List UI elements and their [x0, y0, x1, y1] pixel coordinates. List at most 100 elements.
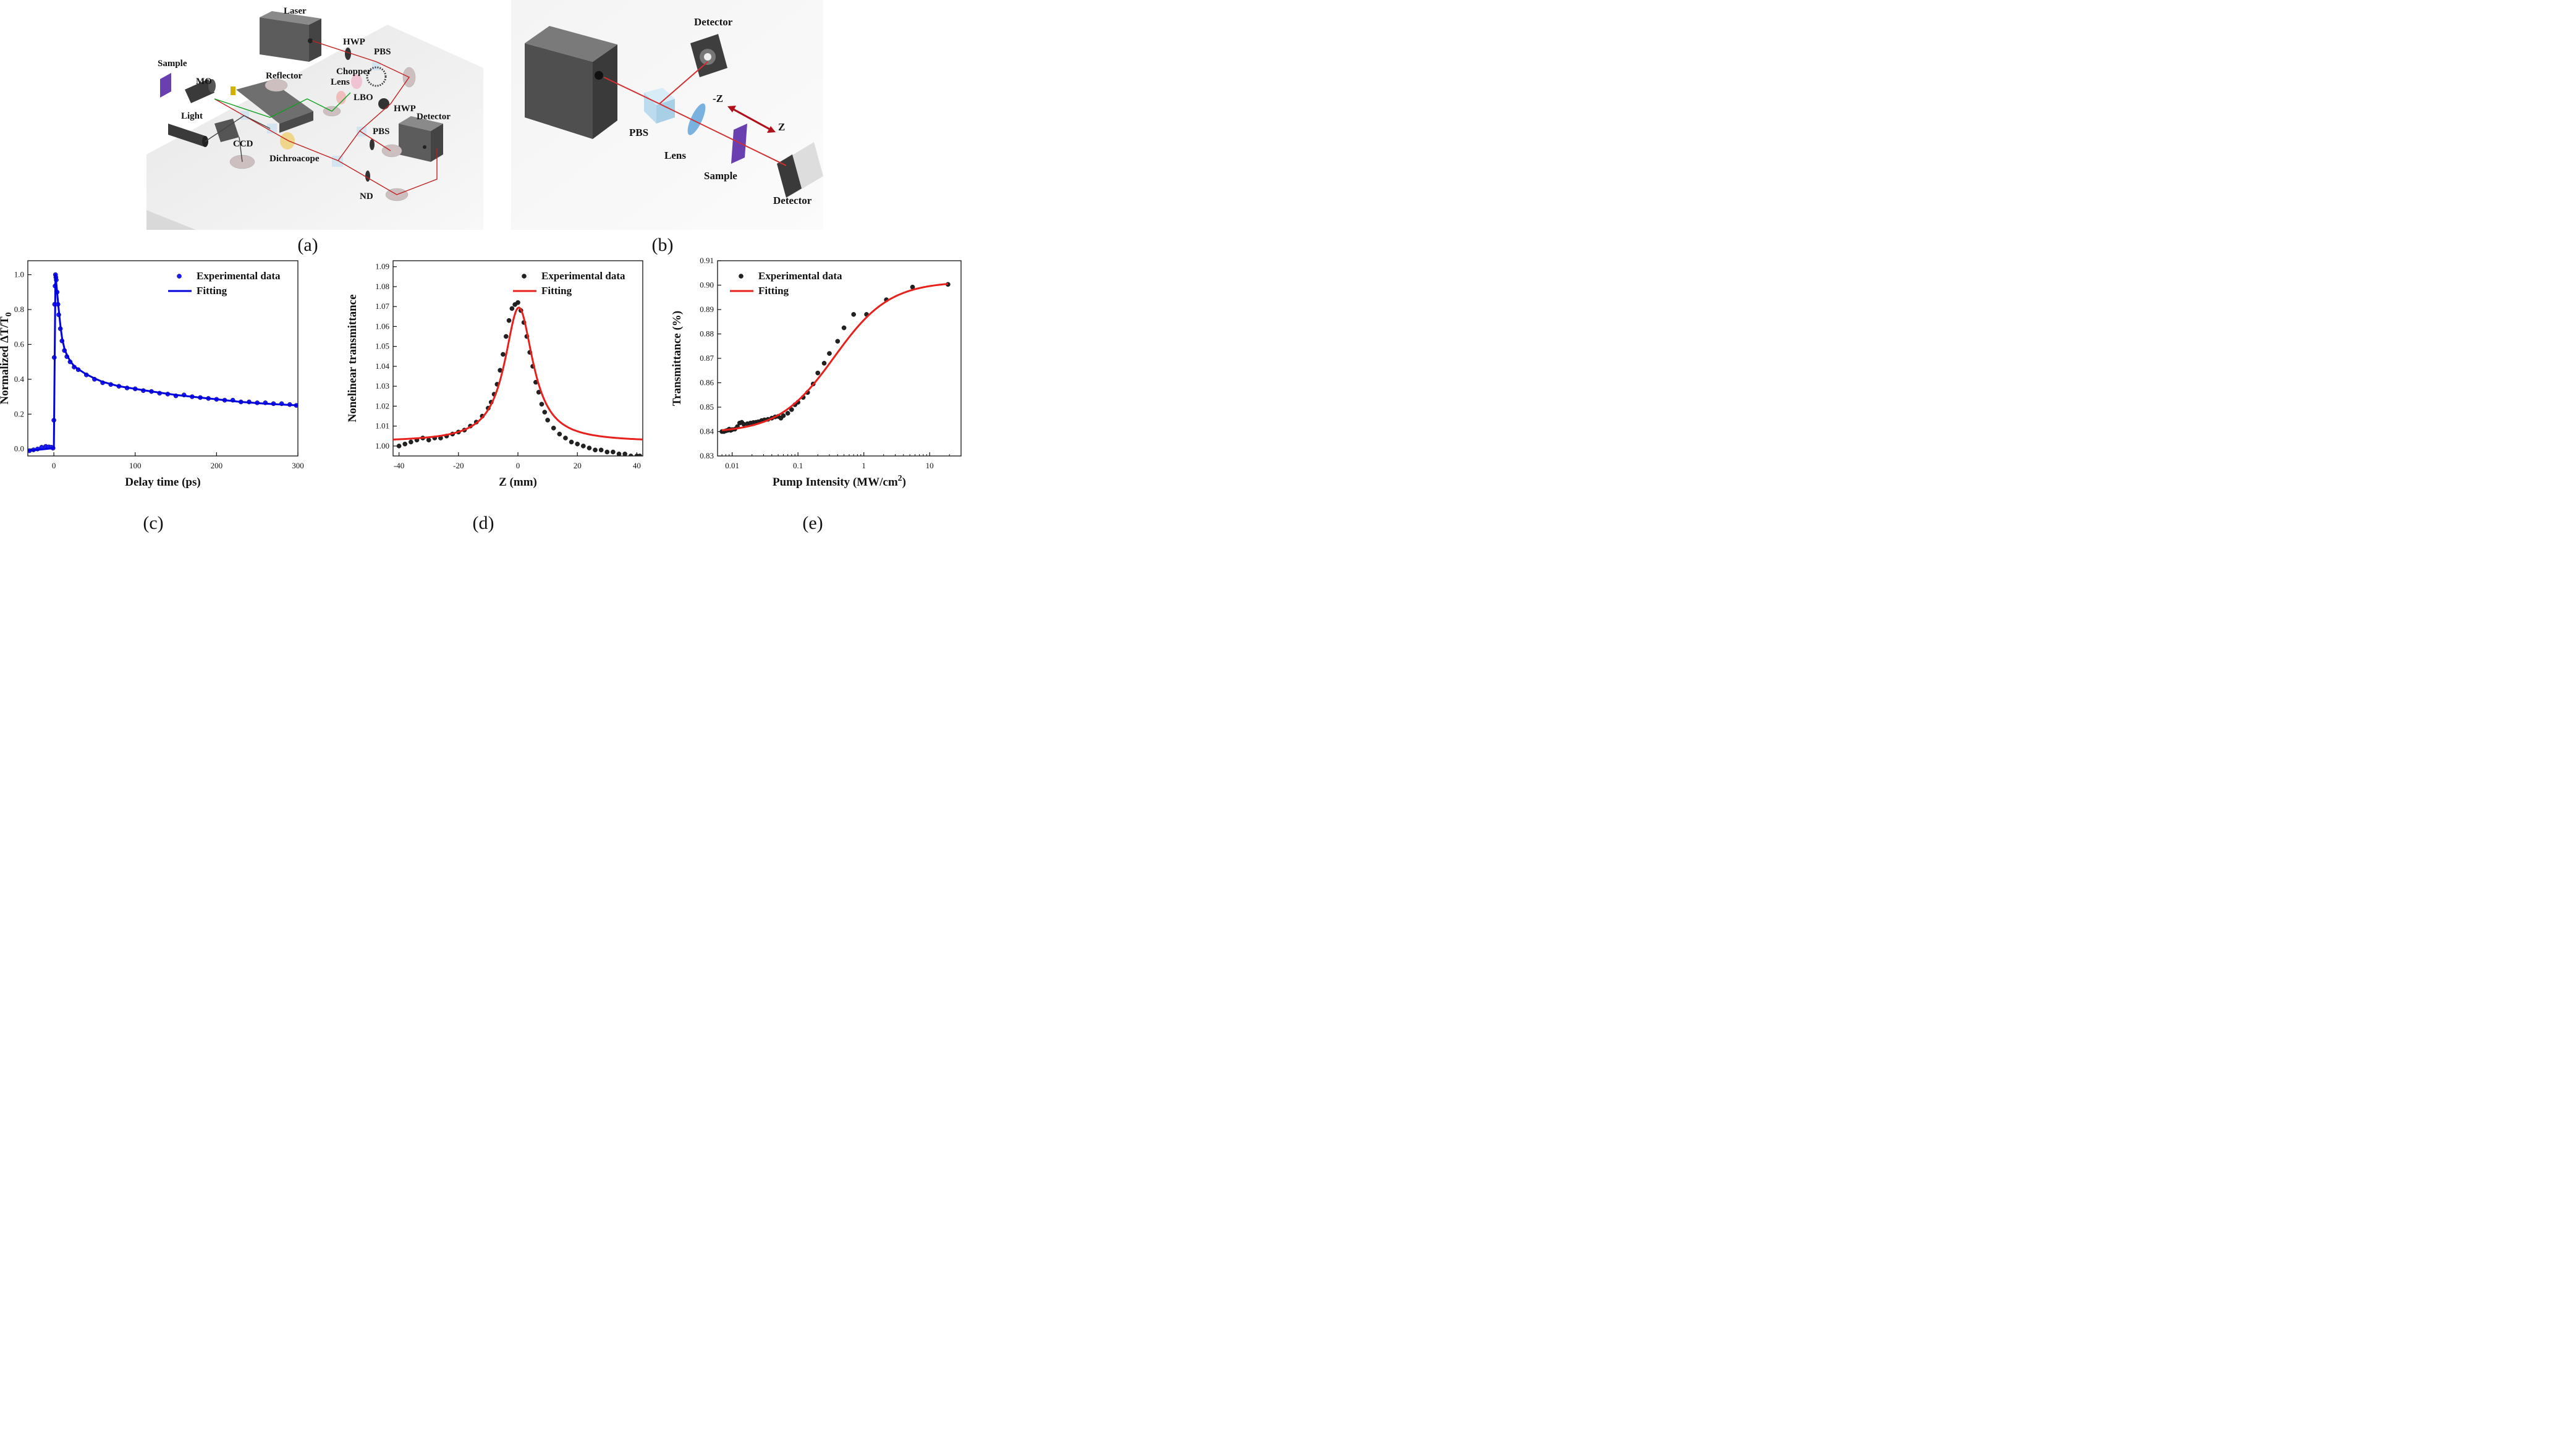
label-pbs-1: PBS — [374, 47, 391, 57]
data-point — [545, 418, 550, 423]
panel-label-d: (d) — [472, 513, 494, 533]
chart-e-saturable: 0.01 0.1 1 10 0.83 0.84 0.85 0.86 0.87 0.88 0.89 0.… — [671, 256, 962, 489]
data-point — [821, 361, 827, 366]
x-tick-label: 40 — [633, 461, 641, 470]
data-point — [509, 306, 515, 311]
data-point — [506, 318, 512, 323]
waveplates — [280, 48, 389, 182]
data-point — [628, 453, 633, 456]
plot-frame — [717, 260, 962, 457]
label-lens: Lens — [331, 77, 350, 87]
x-axis-label: Pump Intensity (MW/cm2) — [773, 474, 906, 489]
fit-line — [28, 274, 298, 452]
laser-box-b — [525, 26, 617, 139]
data-point — [827, 351, 832, 356]
label-sample: Sample — [158, 59, 187, 69]
x-tick-label: 0.01 — [725, 461, 739, 470]
data-point — [835, 339, 841, 344]
x-tick-label: 0.1 — [793, 461, 803, 470]
x-tick-label: 100 — [129, 461, 142, 470]
sample-a — [160, 73, 171, 98]
label-lens-b: Lens — [664, 150, 686, 161]
x-tick-label: 300 — [292, 461, 304, 470]
data-point — [409, 439, 413, 445]
label-chopper: Chopper — [336, 67, 371, 77]
data-point — [789, 407, 794, 412]
y-tick-label: 0.2 — [14, 409, 24, 418]
setup-diagram-b-svg: Detector -Z Z PBS Lens Sample Detector — [511, 0, 823, 230]
y-tick-label: 1.04 — [375, 361, 389, 371]
y-tick-label: 1.00 — [375, 441, 389, 450]
legend-label: Experimental data — [197, 270, 281, 282]
label-minus-z: -Z — [713, 93, 723, 104]
label-ccd: CCD — [233, 139, 253, 149]
translation-stage — [231, 80, 313, 133]
plot-frame — [27, 260, 299, 457]
label-hwp-2: HWP — [394, 104, 416, 114]
legend-marker — [739, 274, 744, 279]
label-detector-bottom: Detector — [773, 195, 812, 206]
y-axis-label: Transmittance (%) — [671, 311, 684, 406]
fit-line — [721, 283, 949, 431]
y-tick-label: 0.6 — [14, 339, 25, 348]
data-point — [587, 445, 592, 450]
data-point — [785, 411, 790, 416]
setup-diagram-a-svg: Laser HWP PBS Sample MO Reflector Choppe… — [146, 6, 483, 230]
laser-beams — [205, 40, 438, 195]
data-point — [581, 444, 586, 449]
label-dichroscope: Dichroacope — [269, 154, 320, 164]
x-tick-label: 1 — [862, 461, 866, 470]
label-laser: Laser — [284, 6, 307, 16]
setup-diagram-a: Laser HWP PBS Sample MO Reflector Choppe… — [146, 0, 483, 230]
plot-frame — [392, 260, 643, 457]
label-pbs-b: PBS — [629, 127, 648, 138]
data-point — [622, 451, 627, 456]
data-point — [815, 370, 821, 376]
data-point — [611, 449, 616, 455]
panel-label-e: (e) — [802, 513, 823, 533]
y-tick-label: 0.86 — [700, 378, 714, 387]
x-tick-label: -40 — [394, 461, 404, 470]
y-tick-label: 1.01 — [375, 421, 389, 431]
lens-b — [687, 103, 706, 135]
y-tick-label: 0.90 — [700, 280, 714, 290]
panel-label-b: (b) — [651, 235, 674, 255]
label-light: Light — [181, 111, 203, 121]
y-tick-label: 0.85 — [700, 402, 714, 411]
y-tick-label: 0.0 — [14, 444, 24, 453]
y-tick-label: 1.03 — [375, 381, 389, 390]
detector-top — [690, 34, 727, 77]
legend-marker — [522, 274, 527, 279]
y-tick-label: 0.89 — [700, 305, 714, 314]
x-tick-label: -20 — [453, 461, 464, 470]
label-detector: Detector — [417, 112, 451, 122]
y-axis-label-sub: 0 — [4, 312, 14, 316]
plot-area — [393, 300, 643, 456]
legend-label: Experimental data — [541, 270, 625, 282]
z-axis-arrow — [727, 106, 776, 133]
data-point — [598, 447, 604, 453]
y-tick-label: 1.0 — [14, 270, 24, 279]
x-tick-label: 10 — [926, 461, 934, 470]
y-tick-label: 0.87 — [700, 353, 714, 363]
label-reflector: Reflector — [266, 71, 302, 81]
detector-bottom — [777, 142, 823, 198]
y-tick-label: 0.83 — [700, 451, 714, 460]
data-point — [501, 352, 506, 357]
x-tick-label: 0 — [52, 461, 56, 470]
data-point — [396, 444, 402, 449]
y-tick-label: 0.88 — [700, 329, 714, 339]
y-tick-label: 0.91 — [700, 256, 714, 265]
label-lbo: LBO — [354, 93, 373, 103]
x-axis-label-main: Pump Intensity (MW/cm — [773, 476, 898, 489]
y-axis-label: Nonelinear transmittance — [346, 294, 359, 422]
x-tick-label: 0 — [516, 461, 520, 470]
y-tick-label: 1.07 — [375, 302, 389, 311]
x-tick-label: 20 — [574, 461, 582, 470]
data-point — [841, 325, 847, 331]
detector-box-a — [399, 116, 443, 162]
data-point — [542, 410, 548, 415]
data-point — [503, 334, 509, 339]
y-tick-label: 0.84 — [700, 427, 714, 436]
